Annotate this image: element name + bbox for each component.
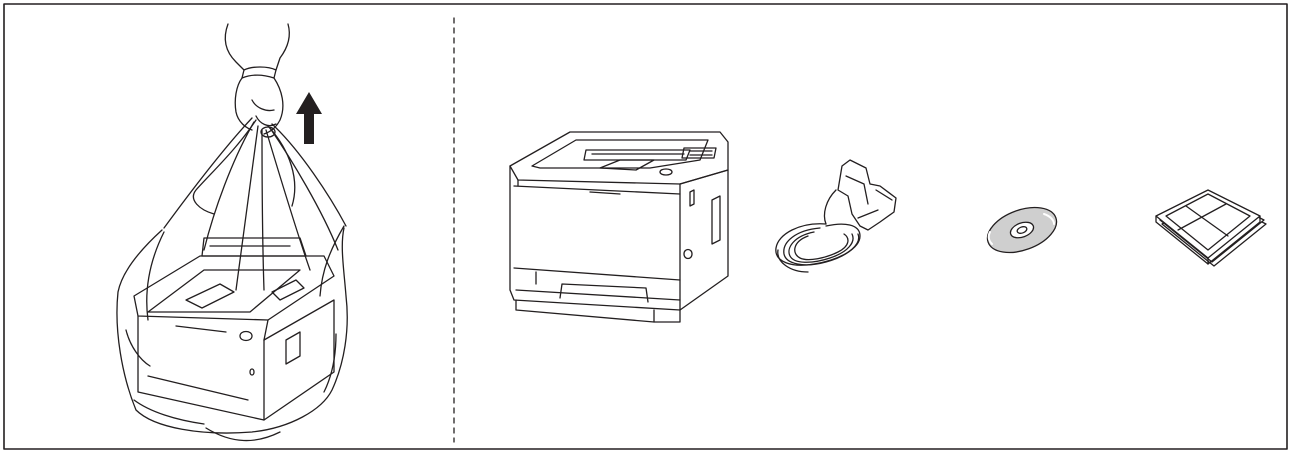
bag-strands [164,118,346,290]
cord-coil [776,224,860,272]
printer [510,132,728,322]
right-panel [510,132,1266,322]
cd-rom [981,199,1062,261]
printer-in-bag [134,238,334,420]
power-cord [776,160,896,272]
sleeve [225,24,289,78]
plastic-bag [117,226,347,441]
up-arrow-icon [296,92,322,144]
outer-frame [4,4,1287,449]
left-panel [117,24,347,441]
documentation [1156,190,1266,266]
